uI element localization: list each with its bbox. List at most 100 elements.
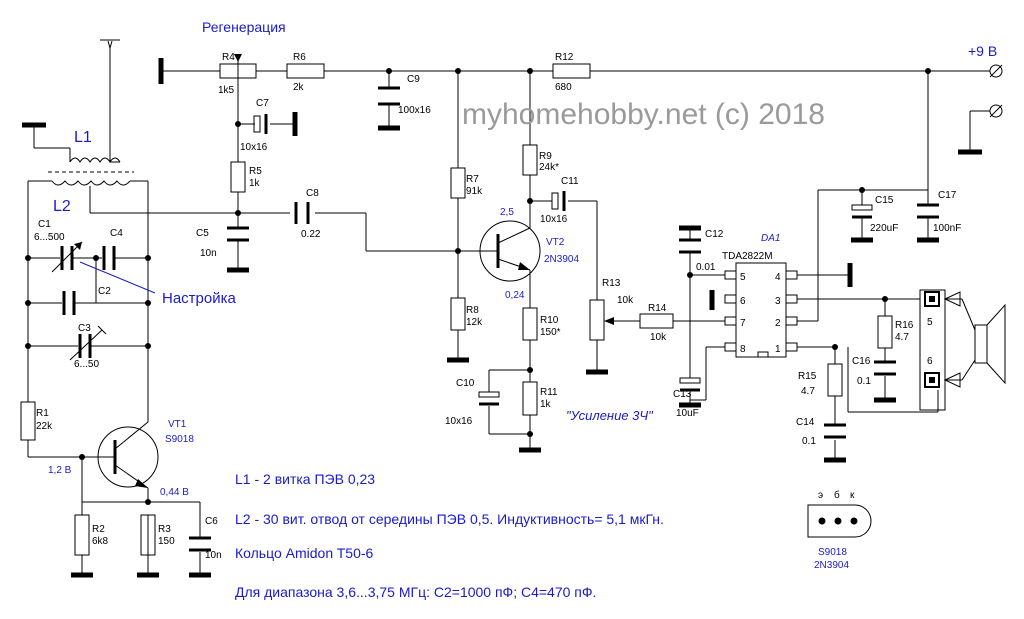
pin-5: 5: [740, 272, 746, 283]
c2-label: C2: [98, 286, 111, 297]
c13-value: 10uF: [676, 408, 699, 419]
label-vplus: +9 В: [968, 43, 997, 59]
vt2-emitter-voltage: 0,24: [505, 290, 525, 301]
vt2-collector-voltage: 2,5: [500, 207, 514, 218]
r10-value: 150*: [540, 327, 561, 338]
vt1-base-voltage: 1,2 В: [48, 465, 72, 476]
c17-value: 100nF: [933, 223, 961, 234]
pin-7: 7: [740, 318, 746, 329]
capacitors: [51, 86, 939, 552]
pin-1: 1: [775, 344, 781, 355]
c9-value: 100x16: [398, 105, 431, 116]
r3-body: [140, 514, 156, 556]
pin-6: 6: [740, 296, 746, 307]
r15-label: R15: [798, 371, 817, 382]
c17-label: C17: [938, 190, 957, 201]
c6-value: 10n: [205, 550, 222, 561]
da1-label: DA1: [761, 233, 780, 244]
r8-body: [450, 297, 466, 331]
r15-value: 4.7: [801, 386, 815, 397]
speaker-jack: [919, 289, 961, 411]
r11-body: [522, 381, 538, 416]
r9-value: 24k*: [539, 162, 559, 173]
pinout-tr2: 2N3904: [814, 560, 849, 571]
r10-label: R10: [540, 315, 559, 326]
c14-label: C14: [796, 417, 815, 428]
r15-body: [827, 363, 843, 397]
r9-label: R9: [539, 151, 552, 162]
vt2-value: 2N3904: [544, 254, 579, 265]
r4-value: 1k5: [218, 85, 235, 96]
transistor-vt1: [97, 421, 159, 489]
note-1: L1 - 2 витка ПЭВ 0,23: [235, 471, 375, 487]
c12-label: C12: [705, 229, 724, 240]
c9-label: C9: [407, 74, 420, 85]
label-l1: L1: [74, 129, 92, 146]
r5-label: R5: [249, 166, 262, 177]
pin-8: 8: [740, 344, 746, 355]
speaker-icon: [974, 303, 1006, 385]
note-3: Кольцо Amidon T50-6: [235, 545, 374, 561]
r16-body: [877, 315, 893, 349]
r2-value: 6k8: [92, 536, 109, 547]
watermark: myhomehobby.net (c) 2018: [462, 98, 825, 131]
r2-label: R2: [92, 524, 105, 535]
c3-value: 6...50: [74, 359, 99, 370]
r4-body: [219, 63, 257, 79]
c7-label: C7: [256, 98, 269, 109]
c16-label: C16: [852, 356, 871, 367]
resistors: [20, 54, 893, 556]
c14-value: 0.1: [802, 436, 816, 447]
pin-4: 4: [775, 272, 781, 283]
c10-label: C10: [456, 378, 475, 389]
power-terminals: [989, 64, 1003, 118]
r14-body: [639, 313, 674, 329]
r5-value: 1k: [249, 178, 261, 189]
pinout-k: к: [850, 490, 855, 501]
r2-body: [74, 514, 90, 556]
c3-label: C3: [78, 323, 91, 334]
r1-body: [20, 401, 36, 441]
r12-label: R12: [555, 52, 574, 63]
r8-value: 12k: [466, 317, 483, 328]
c15-label: C15: [875, 195, 894, 206]
transistor-pinout-icon: [807, 504, 872, 538]
ground-symbols: [22, 58, 982, 578]
r7-label: R7: [466, 174, 479, 185]
c4-label: C4: [110, 228, 123, 239]
notes: L1 - 2 витка ПЭВ 0,23 L2 - 30 вит. отвод…: [235, 471, 664, 600]
r8-label: R8: [466, 305, 479, 316]
label-tuning: Настройка: [162, 290, 237, 307]
pinout-tr1: S9018: [818, 547, 847, 558]
r1-value: 22k: [36, 421, 53, 432]
c11-label: C11: [561, 176, 579, 187]
c15-value: 220uF: [870, 223, 898, 234]
c8-label: C8: [306, 188, 319, 199]
pin-3: 3: [775, 296, 781, 307]
jack-5: 5: [927, 317, 933, 328]
pinout-b: б: [834, 489, 840, 501]
c8-value: 0.22: [301, 229, 321, 240]
c13-label: C13: [673, 389, 692, 400]
r3-label: R3: [158, 524, 171, 535]
note-2: L2 - 30 вит. отвод от середины ПЭВ 0,5. …: [235, 511, 664, 527]
r13-label: R13: [602, 278, 621, 289]
c7-value: 10x16: [240, 142, 268, 153]
r11-value: 1k: [540, 399, 552, 410]
vt1-label: VT1: [168, 419, 187, 430]
r14-label: R14: [648, 303, 667, 314]
label-regen: Регенерация: [202, 19, 286, 35]
jack-6: 6: [927, 356, 933, 367]
note-4: Для диапазона 3,6...3,75 МГц: С2=1000 пФ…: [235, 584, 596, 600]
r13-body: [589, 299, 605, 341]
r12-value: 680: [555, 82, 572, 93]
c10-value: 10x16: [445, 416, 473, 427]
pinout-e: э: [818, 490, 823, 501]
ic-da1: [724, 262, 798, 358]
wires: [27, 48, 990, 575]
r6-body: [286, 63, 325, 79]
r6-label: R6: [293, 52, 306, 63]
c5-value: 10n: [200, 248, 217, 259]
c1-label: C1: [38, 219, 51, 230]
vt1-emitter-voltage: 0,44 В: [160, 487, 189, 498]
